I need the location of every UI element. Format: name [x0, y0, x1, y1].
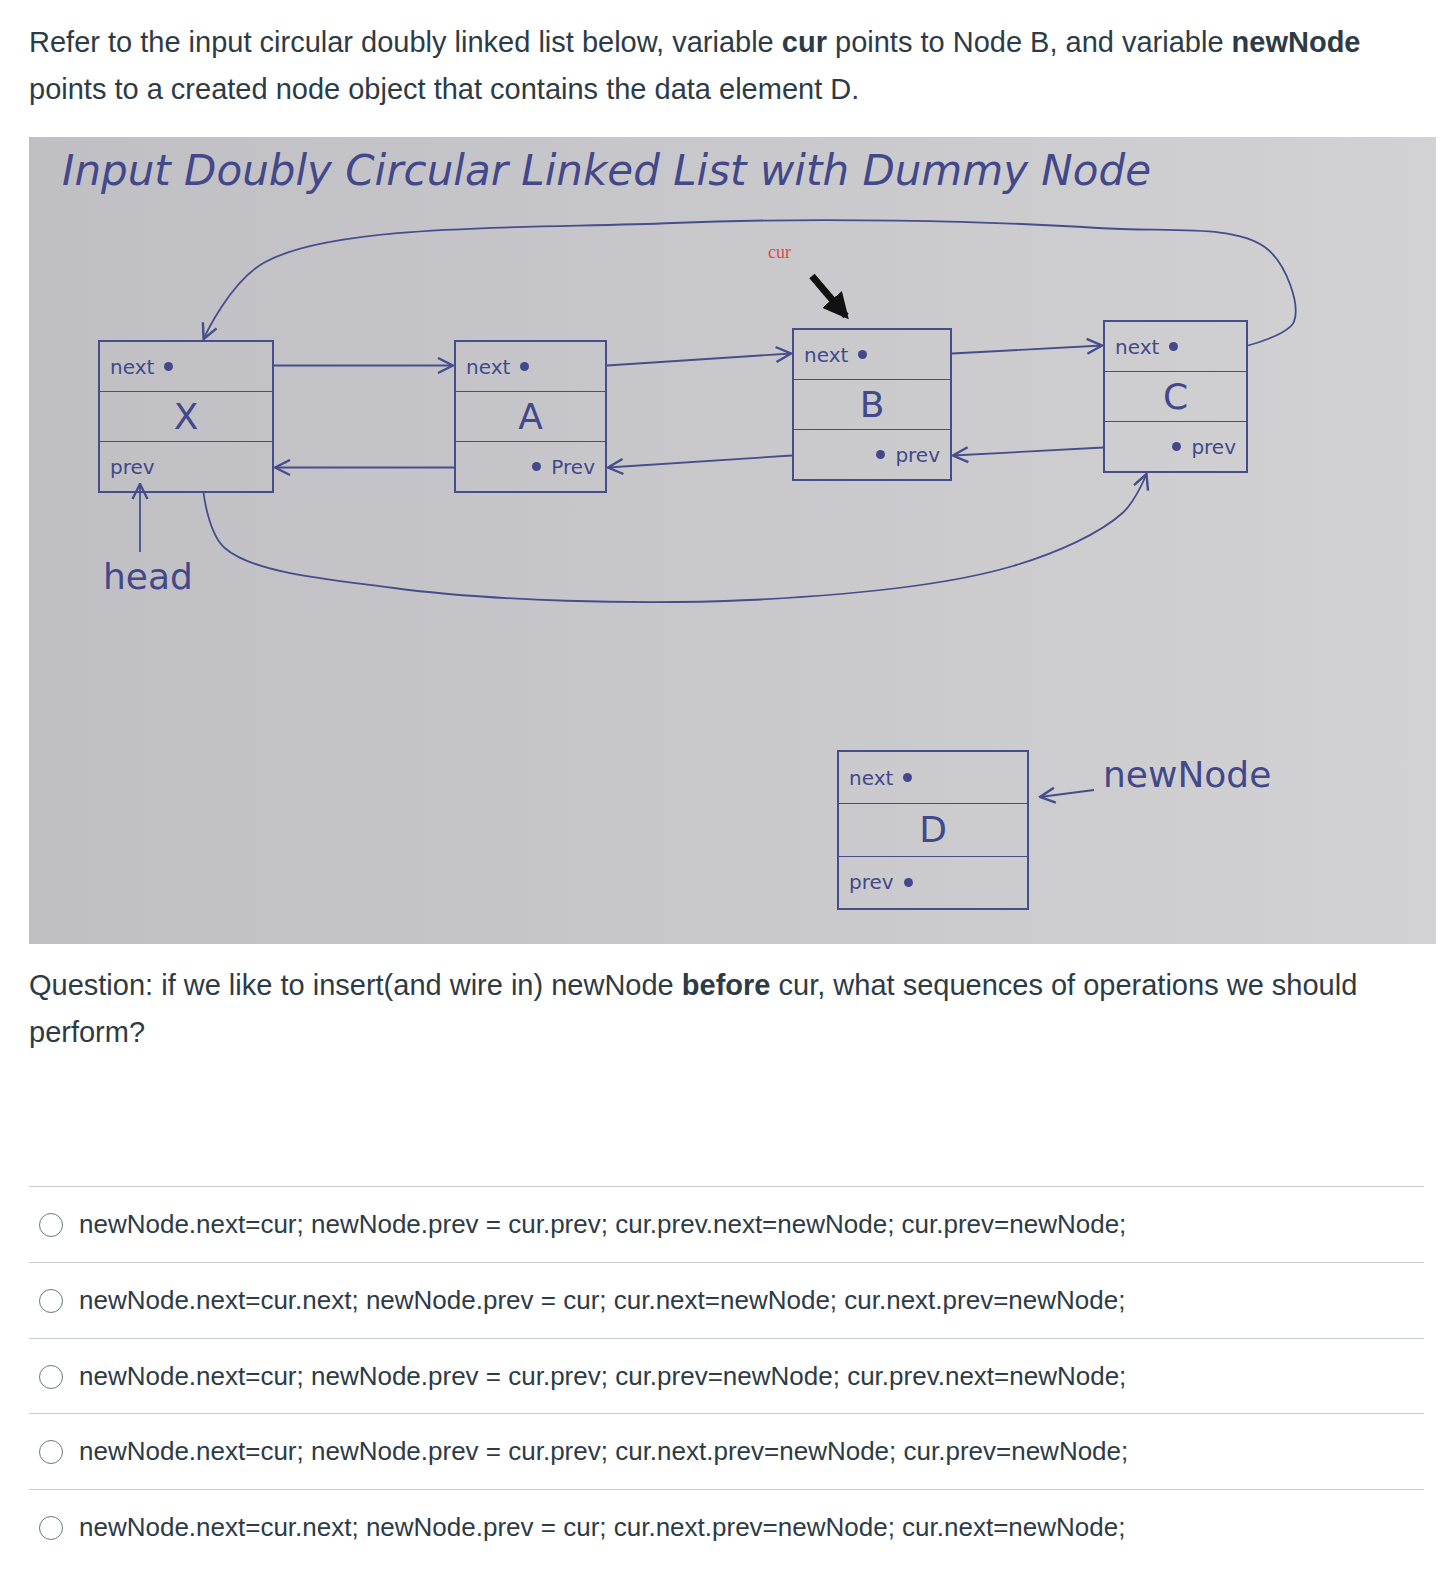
option-text: newNode.next=cur; newNode.prev = cur.pre…	[79, 1361, 1126, 1392]
intro-text: newNode	[1232, 26, 1361, 58]
radio-button	[39, 1440, 63, 1464]
intro-text: cur	[782, 26, 827, 58]
node-data: A	[518, 396, 543, 437]
node-field: prev	[100, 442, 272, 491]
pointer-arrow	[275, 467, 454, 469]
node-data: X	[174, 396, 199, 437]
node-data: B	[860, 384, 885, 425]
option-text: newNode.next=cur.next; newNode.prev = cu…	[79, 1285, 1125, 1316]
answer-option: newNode.next=cur.next; newNode.prev = cu…	[29, 1262, 1424, 1338]
radio-button	[39, 1365, 63, 1389]
node-field: next	[839, 752, 1027, 804]
question-text: Question: if we like to insert(and wire …	[29, 969, 674, 1001]
pointer-dot	[532, 462, 541, 471]
pointer-arrow	[1040, 790, 1094, 797]
answer-option: newNode.next=cur; newNode.prev = cur.pre…	[29, 1413, 1424, 1489]
pointer-dot	[520, 362, 529, 371]
node-field: C	[1105, 372, 1246, 422]
intro-text: Refer to the input circular doubly linke…	[29, 19, 1424, 113]
pointer-label: cur	[768, 242, 791, 263]
intro-text: points to a created node object that con…	[29, 73, 859, 105]
option-text: newNode.next=cur.next; newNode.prev = cu…	[79, 1512, 1125, 1543]
pointer-dot	[858, 350, 867, 359]
list-node: nextDprev	[837, 750, 1029, 910]
node-field: next	[794, 330, 950, 380]
field-name: next	[804, 343, 848, 367]
pointer-arrow	[204, 220, 1296, 345]
answer-option: newNode.next=cur; newNode.prev = cur.pre…	[29, 1338, 1424, 1414]
node-field: B	[794, 380, 950, 430]
answer-option: newNode.next=cur; newNode.prev = cur.pre…	[29, 1186, 1424, 1262]
field-name: prev	[849, 870, 894, 894]
node-field: prev	[839, 857, 1027, 908]
list-node: nextA Prev	[454, 340, 607, 493]
list-node: nextBprev	[792, 328, 952, 481]
pointer-arrow	[274, 365, 453, 367]
pointer-arrow	[608, 456, 792, 468]
pointer-arrow	[812, 276, 846, 316]
field-name: next	[110, 355, 154, 379]
pointer-arrow	[139, 484, 141, 552]
pointer-arrow	[952, 346, 1102, 354]
photo-ground	[29, 137, 1436, 944]
pointer-dot	[1169, 342, 1178, 351]
field-name: next	[466, 355, 510, 379]
node-field: D	[839, 804, 1027, 856]
question-text: before	[682, 969, 771, 1001]
node-field: Prev	[456, 442, 605, 491]
pointer-label: newNode	[1103, 754, 1271, 795]
node-field: next	[1105, 322, 1246, 372]
field-name: next	[1115, 335, 1159, 359]
list-node: nextCprev	[1103, 320, 1248, 473]
node-field: prev	[794, 430, 950, 479]
radio-button	[39, 1289, 63, 1313]
node-field: next	[456, 342, 605, 392]
intro-text: points to Node B, and variable	[835, 26, 1224, 58]
field-name: next	[849, 766, 893, 790]
field-name: prev	[1191, 435, 1236, 459]
diagram-title: Input Doubly Circular Linked List with D…	[62, 146, 1151, 195]
field-name: prev	[110, 455, 155, 479]
intro-text: Refer to the input circular doubly linke…	[29, 26, 774, 58]
pointer-arrow	[607, 354, 791, 366]
pointer-arrow	[204, 474, 1147, 602]
radio-button	[39, 1213, 63, 1237]
node-field: prev	[1105, 422, 1246, 471]
node-field: X	[100, 392, 272, 442]
question-text: Question: if we like to insert(and wire …	[29, 962, 1424, 1056]
pointer-dot	[904, 878, 913, 887]
pointer-arrow	[953, 448, 1103, 456]
pointer-dot	[164, 362, 173, 371]
node-field: A	[456, 392, 605, 442]
node-field: next	[100, 342, 272, 392]
pointer-dot	[1172, 442, 1181, 451]
pointer-dot	[876, 450, 885, 459]
radio-button	[39, 1516, 63, 1540]
node-data: C	[1163, 376, 1188, 417]
option-text: newNode.next=cur; newNode.prev = cur.pre…	[79, 1209, 1126, 1240]
pointer-dot	[903, 773, 912, 782]
option-text: newNode.next=cur; newNode.prev = cur.pre…	[79, 1436, 1128, 1467]
answer-option: newNode.next=cur.next; newNode.prev = cu…	[29, 1489, 1424, 1565]
field-name: Prev	[551, 455, 595, 479]
node-data: D	[919, 809, 947, 850]
list-node: nextXprev	[98, 340, 274, 493]
field-name: prev	[895, 443, 940, 467]
pointer-label: head	[103, 556, 193, 597]
